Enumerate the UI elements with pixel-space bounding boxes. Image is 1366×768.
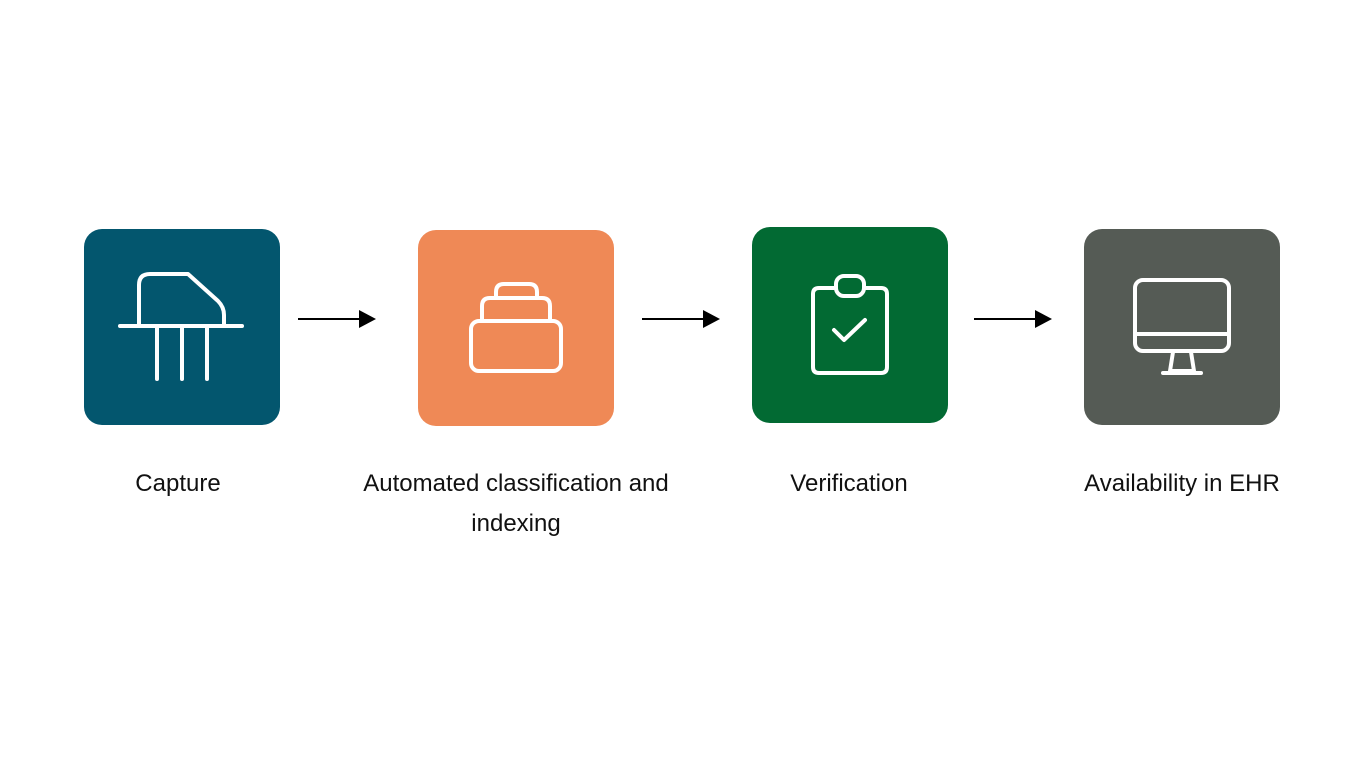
stacked-folders-icon [469,282,563,373]
arrow-right-icon [974,310,1052,328]
step-verification-tile [752,227,948,423]
clipboard-check-icon [811,274,889,375]
monitor-icon [1133,278,1231,375]
step-ehr-tile [1084,229,1280,425]
step-label-capture: Capture [135,470,221,497]
scanner-icon [118,272,244,381]
step-capture-tile [84,229,280,425]
arrow-right-icon [298,310,376,328]
step-label-ehr: Availability in EHR [1084,470,1280,497]
arrow-right-icon [642,310,720,328]
step-label-verification: Verification [790,470,908,497]
step-classification-tile [418,230,614,426]
step-label-classification: Automated classification and indexing [363,470,669,537]
